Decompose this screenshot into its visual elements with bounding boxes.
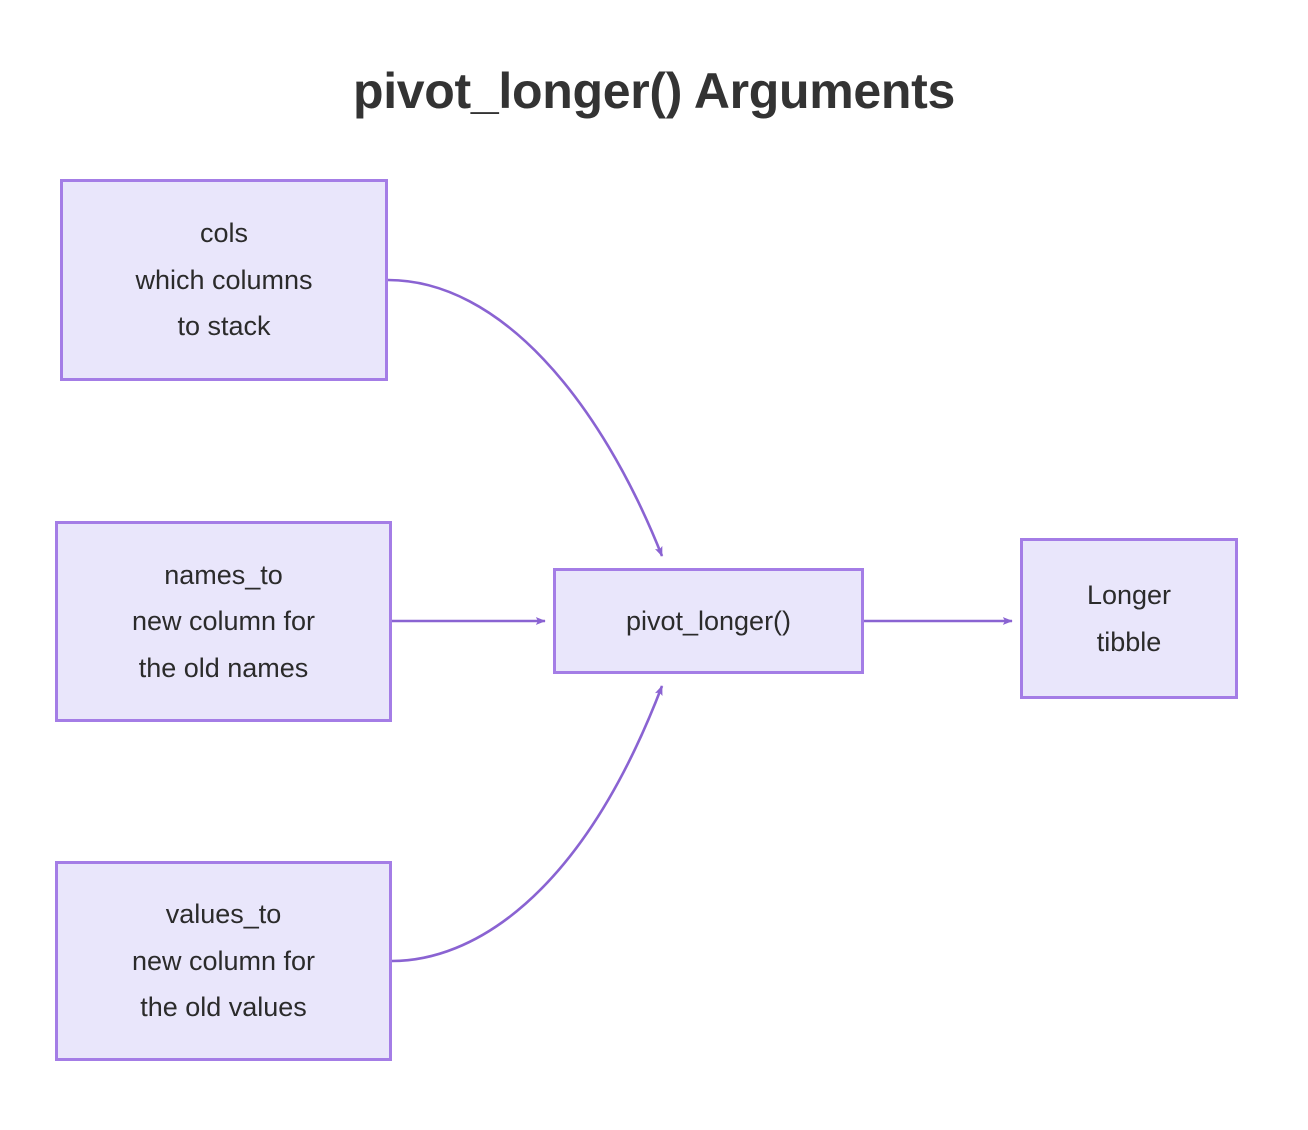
- node-cols-line-3: to stack: [177, 311, 271, 342]
- node-output-line-1: Longer: [1086, 580, 1172, 611]
- node-values-to-line-1: values_to: [165, 899, 282, 930]
- node-pivot-longer[interactable]: pivot_longer(): [553, 568, 864, 674]
- node-values-to-line-3: the old values: [140, 992, 307, 1023]
- node-cols-line-1: cols: [199, 218, 248, 249]
- node-cols-line-2: which columns: [135, 264, 313, 295]
- node-cols[interactable]: cols which columns to stack: [60, 179, 388, 381]
- node-output-tibble[interactable]: Longer tibble: [1020, 538, 1238, 699]
- node-pivot-longer-label: pivot_longer(): [625, 605, 792, 636]
- edge-cols-to-pivot: [387, 278, 664, 557]
- node-names-to-line-1: names_to: [164, 559, 283, 590]
- node-values-to-line-2: new column for: [131, 945, 316, 976]
- page-title: pivot_longer() Arguments: [352, 63, 956, 119]
- edge-values-to-pivot: [391, 685, 664, 963]
- node-names-to-line-3: the old names: [138, 652, 309, 683]
- node-values-to[interactable]: values_to new column for the old values: [55, 861, 392, 1061]
- node-names-to-line-2: new column for: [131, 606, 316, 637]
- node-names-to[interactable]: names_to new column for the old names: [55, 521, 392, 722]
- node-output-line-2: tibble: [1096, 626, 1162, 657]
